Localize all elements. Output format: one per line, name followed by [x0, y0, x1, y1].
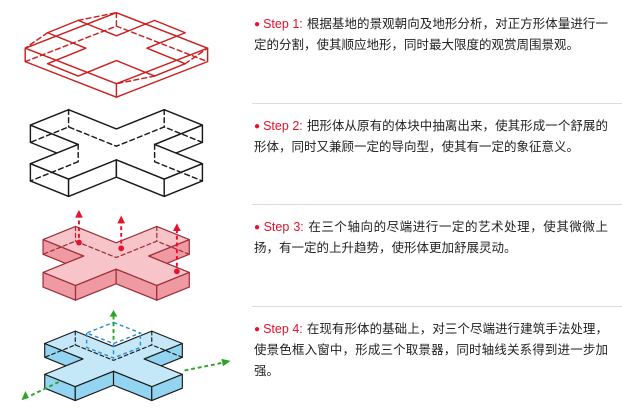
- step2-diagram: [29, 109, 204, 198]
- step4-diagram: [21, 310, 231, 402]
- step4-diagram-cell: [0, 307, 252, 409]
- bullet-icon: ●: [254, 120, 261, 132]
- right-arrow-icon: [184, 362, 224, 372]
- step2-text-cell: ●Step 2:把形体从原有的体块中抽离出来，使其形成一个舒展的形体，同时又兼顾…: [252, 104, 622, 205]
- bullet-icon: ●: [254, 19, 261, 30]
- anchor-dot: [174, 268, 180, 274]
- step-row-2: ●Step 2:把形体从原有的体块中抽离出来，使其形成一个舒展的形体，同时又兼顾…: [0, 104, 622, 206]
- site-slab-wireframe: [24, 11, 209, 98]
- step2-label: Step 2:: [263, 118, 303, 133]
- bullet-icon: ●: [254, 323, 261, 335]
- step-row-4: ●Step 4:在现有形体的基础上，对三个尽端进行建筑手法处理，使景色框入窗中，…: [0, 307, 622, 409]
- step-row-1: ●Step 1:根据基地的景观朝向及地形分析，对正方形体量进行一定的分割，使其顺…: [0, 2, 622, 104]
- lift-arrows: [75, 209, 181, 274]
- step1-text-cell: ●Step 1:根据基地的景观朝向及地形分析，对正方形体量进行一定的分割，使其顺…: [252, 2, 622, 104]
- cut-guide-lines: [24, 11, 209, 85]
- step4-paragraph: ●Step 4:在现有形体的基础上，对三个尽端进行建筑手法处理，使景色框入窗中，…: [254, 319, 608, 383]
- bullet-icon: ●: [254, 222, 261, 233]
- step1-diagram-cell: [0, 2, 252, 104]
- step3-label: Step 3:: [263, 220, 304, 234]
- cross-plan-outline: [46, 19, 186, 77]
- white-cross-form: [29, 109, 204, 198]
- hidden-edges: [42, 225, 190, 258]
- step3-paragraph: ●Step 3:在三个轴向的尽端进行一定的艺术处理，使其微微上扬，有一定的上升趋…: [254, 217, 608, 260]
- anchor-dot: [76, 239, 82, 246]
- step3-diagram: [42, 209, 190, 301]
- pink-cross-form: [42, 225, 190, 301]
- view-frame-box: [84, 321, 143, 359]
- down-left-arrow-icon: [28, 381, 60, 398]
- step4-label: Step 4:: [263, 321, 303, 336]
- step1-label: Step 1:: [263, 17, 303, 31]
- hidden-edges: [44, 330, 183, 362]
- step1-diagram: [24, 11, 209, 98]
- step1-paragraph: ●Step 1:根据基地的景观朝向及地形分析，对正方形体量进行一定的分割，使其顺…: [254, 14, 608, 57]
- step2-description: 把形体从原有的体块中抽离出来，使其形成一个舒展的形体，同时又兼顾一定的导向型，使…: [254, 118, 608, 154]
- step-row-3: ●Step 3:在三个轴向的尽端进行一定的艺术处理，使其微微上扬，有一定的上升趋…: [0, 205, 622, 307]
- step3-diagram-cell: [0, 205, 252, 307]
- axis-arrows: [21, 310, 231, 401]
- step4-description: 在现有形体的基础上，对三个尽端进行建筑手法处理，使景色框入窗中，形成三个取景器，…: [254, 321, 608, 379]
- step4-text-cell: ●Step 4:在现有形体的基础上，对三个尽端进行建筑手法处理，使景色框入窗中，…: [252, 307, 622, 409]
- blue-cross-form: [44, 330, 183, 402]
- hidden-edges: [29, 109, 204, 182]
- step2-diagram-cell: [0, 104, 252, 206]
- anchor-dot: [118, 245, 125, 251]
- step2-paragraph: ●Step 2:把形体从原有的体块中抽离出来，使其形成一个舒展的形体，同时又兼顾…: [254, 116, 608, 159]
- step1-description: 根据基地的景观朝向及地形分析，对正方形体量进行一定的分割，使其顺应地形，同时最大…: [254, 17, 608, 53]
- step3-text-cell: ●Step 3:在三个轴向的尽端进行一定的艺术处理，使其微微上扬，有一定的上升趋…: [252, 205, 622, 307]
- step3-description: 在三个轴向的尽端进行一定的艺术处理，使其微微上扬，有一定的上升趋势，使形体更加舒…: [254, 220, 608, 256]
